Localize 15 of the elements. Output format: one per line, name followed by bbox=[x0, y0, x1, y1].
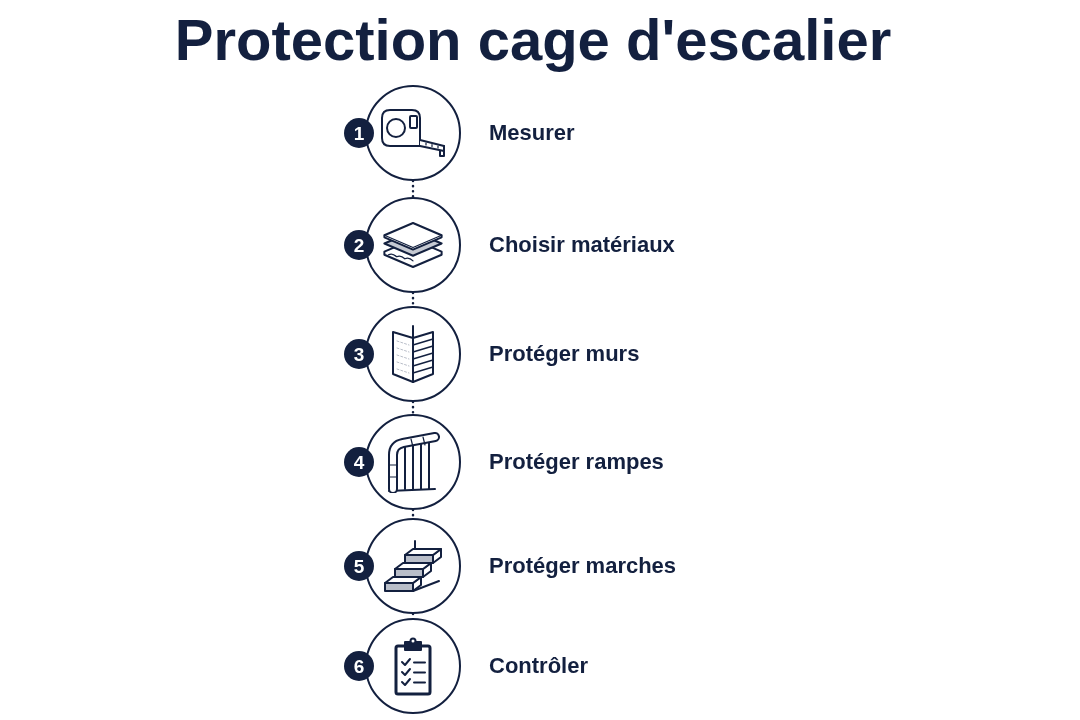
number-badge: 3 bbox=[344, 339, 374, 369]
step-label: Protéger marches bbox=[489, 552, 677, 580]
number-badge: 1 bbox=[344, 118, 374, 148]
step-label: Contrôler bbox=[489, 652, 588, 680]
step-label: Protéger murs bbox=[489, 340, 640, 368]
number-badge: 4 bbox=[344, 447, 374, 477]
title: Protection cage d'escalier bbox=[174, 7, 892, 74]
dotted-connector bbox=[411, 400, 415, 416]
number-badge: 2 bbox=[344, 230, 374, 260]
number-badge: 5 bbox=[344, 551, 374, 581]
step-label: Protéger rampes bbox=[489, 448, 664, 476]
step-label: Mesurer bbox=[489, 119, 575, 147]
dotted-connector bbox=[411, 179, 415, 199]
step-label: Choisir matériaux bbox=[489, 231, 675, 259]
number-badge: 6 bbox=[344, 651, 374, 681]
